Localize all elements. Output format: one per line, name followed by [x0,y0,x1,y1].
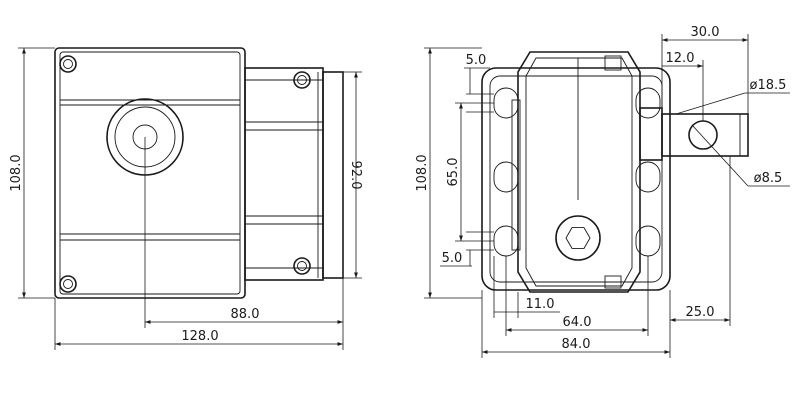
mount-slot-mid-left [493,161,519,193]
dim-slot-width-bottom: 5.0 [440,231,494,267]
dim-hole-spacing: 64.0 [505,256,649,336]
dim-diameter-large-label: ø18.5 [750,78,787,93]
dim-shaft-length: 30.0 [661,25,749,114]
mount-slot-bottom-left [493,225,519,257]
corner-screw-top-left [59,55,77,73]
flange-screw-top [293,71,311,89]
dim-side-height: 108.0 [415,47,482,299]
shaft-collar [639,107,663,161]
dim-flange-height-label: 92.0 [348,161,363,190]
dim-front-height-label: 108.0 [9,154,24,191]
dim-shaft-offset-label: 12.0 [666,51,695,66]
dim-hole-offset: 11.0 [493,256,560,318]
dim-shaft-length-label: 30.0 [691,25,720,40]
housing-body [54,47,246,299]
mount-slot-top-right [635,87,661,119]
flange-end-face [322,71,344,279]
dim-side-width-label: 84.0 [562,337,591,352]
dim-slot-width-top-label: 5.0 [466,53,487,68]
base-plate-inner [489,75,663,283]
dim-side-width: 84.0 [481,290,671,358]
dim-boss-offset: 88.0 [144,137,344,330]
base-plate [481,67,671,291]
dim-slot-spacing-label: 65.0 [446,158,461,187]
dim-flange-height: 92.0 [343,71,363,279]
side-view: 108.0 65.0 5.0 5.0 [415,25,790,358]
dim-slot-spacing: 65.0 [446,102,494,242]
dim-front-width: 128.0 [54,298,344,350]
dim-diameter-large: ø18.5 [675,78,790,115]
cover-top-notch [604,55,622,71]
dim-side-height-label: 108.0 [415,154,430,191]
mount-slot-top-left [493,87,519,119]
corner-screw-bottom-left [59,275,77,293]
dim-front-width-label: 128.0 [181,329,218,344]
dim-shaft-projection: 25.0 [670,156,731,326]
cover-bottom-notch [604,275,622,289]
shaft [639,107,749,161]
dim-hole-spacing-label: 64.0 [563,315,592,330]
mount-slot-mid-right [635,161,661,193]
dim-front-height: 108.0 [9,47,55,299]
front-view: 108.0 92.0 88.0 128.0 [9,47,363,350]
shaft-body [661,113,749,157]
dim-diameter-small-label: ø8.5 [754,171,783,186]
cover-left-rail [511,99,521,251]
housing-inner-edge [59,51,241,295]
dim-slot-width-bottom-label: 5.0 [442,251,463,266]
flange-plate [244,67,324,281]
hex-socket [555,215,601,261]
flange-screw-bottom [293,257,311,275]
dim-hole-offset-label: 11.0 [526,297,555,312]
dim-slot-width-top: 5.0 [464,53,494,113]
shaft-hole [688,120,718,150]
dim-shaft-projection-label: 25.0 [686,305,715,320]
side-cover [517,51,641,293]
dim-boss-offset-label: 88.0 [231,307,260,322]
dim-diameter-small: ø8.5 [691,124,790,187]
front-flange [244,67,344,281]
dim-shaft-offset: 12.0 [662,51,704,121]
